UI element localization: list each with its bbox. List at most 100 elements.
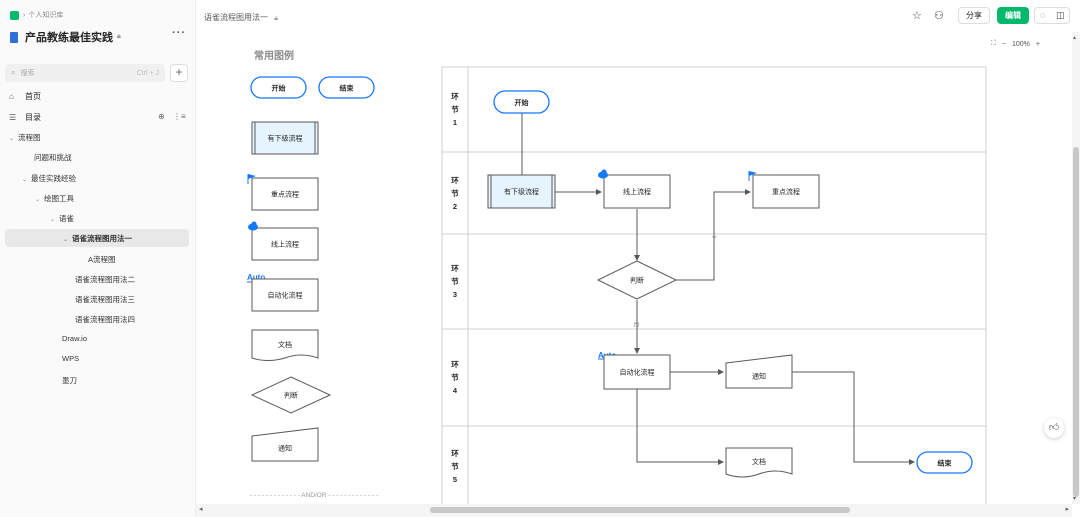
node-document[interactable]: 文档 bbox=[725, 447, 793, 478]
scroll-up-icon[interactable]: ▴ bbox=[1073, 35, 1077, 41]
cloud-icon bbox=[248, 221, 258, 231]
tree-item-label: 问题和挑战 bbox=[34, 153, 72, 162]
book-icon bbox=[10, 31, 18, 43]
vertical-scroll-thumb[interactable] bbox=[1073, 147, 1079, 497]
locate-icon[interactable]: ⊕ bbox=[158, 112, 165, 121]
flag-icon bbox=[247, 174, 256, 184]
chevron-down-icon[interactable]: ⌄ bbox=[63, 237, 69, 243]
legend-online-process[interactable]: 线上流程 bbox=[251, 227, 319, 261]
legend-auto-process[interactable]: 自动化流程 bbox=[247, 278, 319, 312]
tree-item-label: 语雀流程图用法二 bbox=[75, 275, 135, 284]
tree-item[interactable]: Draw.io bbox=[62, 334, 87, 343]
page-title: 语雀流程图用法一 🔒︎ bbox=[204, 12, 278, 23]
node-decision[interactable]: 判断 bbox=[596, 260, 678, 300]
search-input[interactable]: ⌕ 搜索 Ctrl + J bbox=[5, 64, 165, 82]
scroll-left-icon[interactable]: ◂ bbox=[199, 506, 203, 513]
zoom-in-button[interactable]: + bbox=[1035, 40, 1040, 48]
node-online-process[interactable]: 线上流程 bbox=[603, 174, 671, 209]
scroll-right-icon[interactable]: ▸ bbox=[1065, 506, 1069, 513]
tree-item[interactable]: ⌄绘图工具 bbox=[35, 193, 74, 204]
fit-screen-icon[interactable]: ⛶ bbox=[991, 40, 996, 47]
chevron-down-icon[interactable]: ⌄ bbox=[9, 136, 15, 142]
lane-label: 环 bbox=[451, 264, 459, 273]
tree-item[interactable]: 语雀流程图用法四 bbox=[75, 314, 135, 325]
legend-notify[interactable]: 通知 bbox=[251, 427, 319, 462]
star-icon[interactable]: ☆ bbox=[912, 10, 922, 22]
node-auto-process[interactable]: 自动化流程 bbox=[603, 354, 671, 390]
tree-item[interactable]: 问题和挑战 bbox=[34, 152, 72, 163]
horizontal-scroll-thumb[interactable] bbox=[430, 507, 850, 513]
collaborators-icon[interactable]: ⚇ bbox=[934, 10, 944, 22]
flowchart-svg: 开始 结束 有下级流程 重点流程 线上流程 bbox=[247, 66, 987, 504]
tree-item[interactable]: ⌄最佳实践经验 bbox=[22, 173, 76, 184]
legend-end[interactable]: 结束 bbox=[318, 76, 375, 99]
document-canvas[interactable]: ⛶ − 100% + 常用图例 开始 结束 bbox=[196, 32, 1072, 504]
chevron-down-icon[interactable]: ⌄ bbox=[50, 217, 56, 223]
lock-icon: 🔒︎ bbox=[117, 33, 121, 40]
legend-subprocess-label: 有下级流程 bbox=[268, 134, 303, 143]
node-end-label: 结束 bbox=[937, 459, 953, 468]
tree-item[interactable]: ⌄语雀 bbox=[50, 213, 74, 224]
legend-end-label: 结束 bbox=[339, 84, 355, 93]
tree-item[interactable]: 语雀流程图用法三 bbox=[75, 294, 135, 305]
legend-andor: - - - - - - - - - - - - - AND/OR - - - -… bbox=[250, 492, 378, 499]
chevron-down-icon[interactable]: ⌄ bbox=[35, 197, 41, 203]
sidebar-item-label: 首页 bbox=[25, 92, 41, 101]
kb-title[interactable]: 产品教练最佳实践 🔒︎ ··· bbox=[10, 27, 186, 45]
tree-item[interactable]: ⌄语雀流程图用法一 bbox=[63, 233, 132, 244]
sidebar-item-home[interactable]: ⌂ 首页 bbox=[9, 91, 41, 102]
tree-item-label: 语雀流程图用法四 bbox=[75, 315, 135, 324]
cloud-icon bbox=[598, 169, 608, 179]
tree-item-label: 墨刀 bbox=[62, 376, 77, 385]
tree-item[interactable]: 墨刀 bbox=[62, 375, 77, 386]
collapse-all-icon[interactable]: ⋮≡ bbox=[172, 112, 186, 121]
lane-label: 1 bbox=[453, 118, 457, 127]
legend-document[interactable]: 文档 bbox=[251, 329, 319, 361]
chevron-right-icon: › bbox=[23, 11, 26, 19]
tree-item-label: 流程图 bbox=[18, 133, 41, 142]
zoom-out-button[interactable]: − bbox=[1001, 40, 1006, 48]
node-start[interactable]: 开始 bbox=[493, 90, 550, 114]
tree-item[interactable]: A流程图 bbox=[88, 254, 116, 265]
node-subprocess[interactable]: 有下级流程 bbox=[487, 174, 556, 209]
sidebar-item-toc[interactable]: ☰ 目录 bbox=[9, 112, 41, 123]
no-label: N bbox=[634, 322, 639, 329]
breadcrumb[interactable]: › 个人知识库 bbox=[10, 10, 63, 20]
zoom-control: ⛶ − 100% + bbox=[991, 40, 1040, 48]
chevron-down-icon[interactable]: ⌄ bbox=[22, 177, 28, 183]
legend-start[interactable]: 开始 bbox=[250, 76, 307, 99]
zoom-level: 100% bbox=[1012, 40, 1030, 48]
home-icon: ⌂ bbox=[9, 92, 14, 101]
legend-decision-label: 判断 bbox=[284, 391, 298, 400]
node-end[interactable]: 结束 bbox=[916, 451, 973, 474]
lane-label: 环 bbox=[451, 449, 459, 458]
lane-label: 节 bbox=[451, 104, 459, 114]
edit-button[interactable]: 编辑 bbox=[997, 7, 1029, 24]
more-button[interactable]: ··· bbox=[172, 27, 186, 39]
panel-icon[interactable]: ◫ bbox=[1056, 10, 1065, 20]
tree-item[interactable]: WPS bbox=[62, 354, 79, 363]
legend-key-process[interactable]: 重点流程 bbox=[251, 177, 319, 211]
node-key-process[interactable]: 重点流程 bbox=[752, 174, 820, 209]
comment-icon[interactable]: ◌ bbox=[1040, 10, 1046, 20]
toc-tools: ⊕ ⋮≡ bbox=[158, 112, 186, 121]
legend-auto-process-label: 自动化流程 bbox=[268, 291, 303, 300]
legend-document-label: 文档 bbox=[278, 340, 292, 349]
like-icon[interactable]: 👍︎ bbox=[1044, 418, 1064, 438]
tree-item[interactable]: 语雀流程图用法二 bbox=[75, 274, 135, 285]
lane-label: 环 bbox=[451, 176, 459, 185]
horizontal-scrollbar[interactable]: ◂ ▸ bbox=[196, 504, 1072, 517]
lane-label: 3 bbox=[453, 290, 457, 299]
legend-decision[interactable]: 判断 bbox=[250, 376, 332, 414]
node-subprocess-label: 有下级流程 bbox=[504, 187, 539, 196]
scroll-down-icon[interactable]: ▾ bbox=[1073, 496, 1077, 502]
tree-item[interactable]: ⌄流程图 bbox=[9, 132, 41, 143]
node-decision-label: 判断 bbox=[630, 276, 644, 285]
legend-subprocess[interactable]: 有下级流程 bbox=[251, 121, 319, 155]
tree-item-label: A流程图 bbox=[88, 255, 116, 264]
share-button[interactable]: 分享 bbox=[958, 7, 990, 24]
add-button[interactable]: + bbox=[170, 64, 188, 82]
vertical-scrollbar[interactable]: ▴ ▾ bbox=[1072, 32, 1080, 504]
node-notify[interactable]: 通知 bbox=[725, 354, 793, 389]
